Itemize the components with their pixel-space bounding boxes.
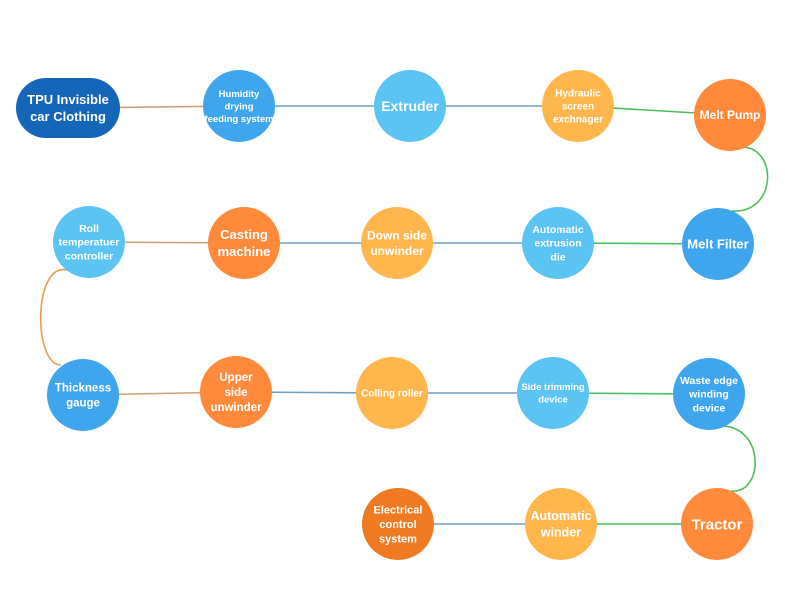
node-upper-side-unwinder-shape	[200, 356, 272, 428]
connector-roll_temp_controller-to-thickness_gauge	[39, 269, 68, 366]
node-auto-extrusion-die-shape	[522, 207, 594, 279]
node-melt-filter-shape	[682, 208, 754, 280]
node-side-trimming-shape	[517, 357, 589, 429]
node-thickness-gauge-shape	[47, 359, 119, 431]
node-tractor-label: Tractor	[692, 516, 743, 533]
node-tractor-shape	[681, 488, 753, 560]
node-casting-machine-shape	[208, 207, 280, 279]
connector-waste_edge_winding-to-tractor	[718, 425, 756, 492]
node-melt-pump-shape	[694, 79, 766, 151]
node-automatic-winder-shape	[525, 488, 597, 560]
node-tpu-shape	[16, 78, 120, 138]
node-melt-filter-label: Melt Filter	[687, 237, 748, 252]
connector-melt_pump-to-melt_filter	[731, 146, 769, 212]
connector-lines	[39, 105, 769, 525]
node-electrical-control-shape	[362, 488, 434, 560]
node-waste-edge-winding-shape	[673, 358, 745, 430]
node-roll-temp-controller-shape	[53, 206, 125, 278]
node-hydraulic-shape	[542, 70, 614, 142]
node-melt-pump: Melt Pump	[694, 79, 766, 151]
node-colling-roller-label: Colling roller	[361, 389, 423, 400]
node-humidity-shape	[203, 70, 275, 142]
node-melt-pump-label: Melt Pump	[700, 108, 761, 122]
node-tractor: Tractor	[681, 488, 753, 560]
node-extruder-label: Extruder	[381, 98, 439, 114]
node-colling-roller: Colling roller	[356, 357, 428, 429]
node-extruder: Extruder	[374, 70, 446, 142]
node-melt-filter: Melt Filter	[682, 208, 754, 280]
node-extruder-shape	[374, 70, 446, 142]
node-colling-roller-shape	[356, 357, 428, 429]
node-down-side-unwinder-shape	[361, 207, 433, 279]
